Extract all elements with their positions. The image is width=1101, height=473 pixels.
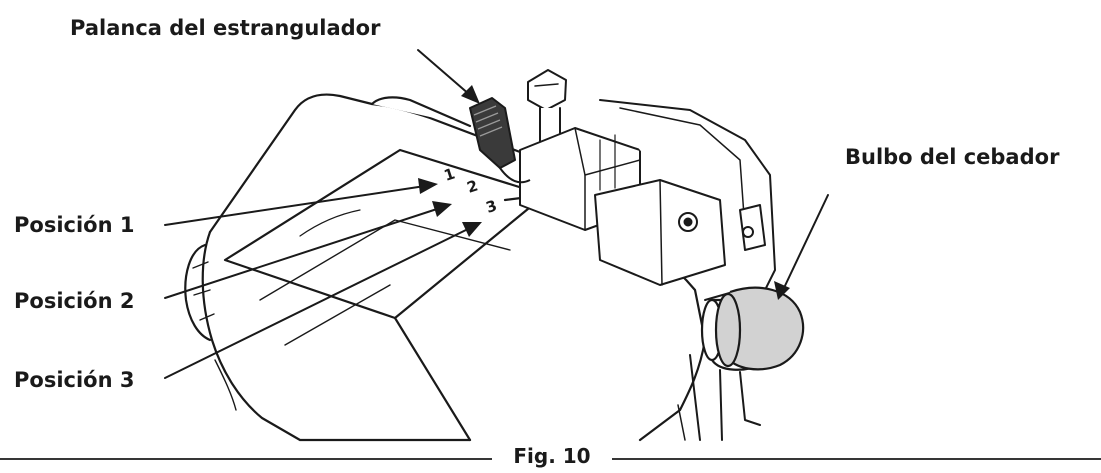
choke-lever-label: Palanca del estrangulador (70, 16, 381, 40)
engine-housing (184, 93, 707, 442)
primer-bulb (700, 286, 805, 371)
leader-lines (164, 49, 829, 379)
carburetor-assembly (519, 69, 776, 441)
primer-bulb-label: Bulbo del cebador (845, 145, 1060, 169)
choke-lever (469, 97, 531, 184)
position-1-label: Posición 1 (14, 213, 135, 237)
position-2-label: Posición 2 (14, 289, 135, 313)
figure-caption: Fig. 10 (513, 444, 591, 468)
arrowheads (418, 85, 790, 300)
position-3-label: Posición 3 (14, 368, 135, 392)
